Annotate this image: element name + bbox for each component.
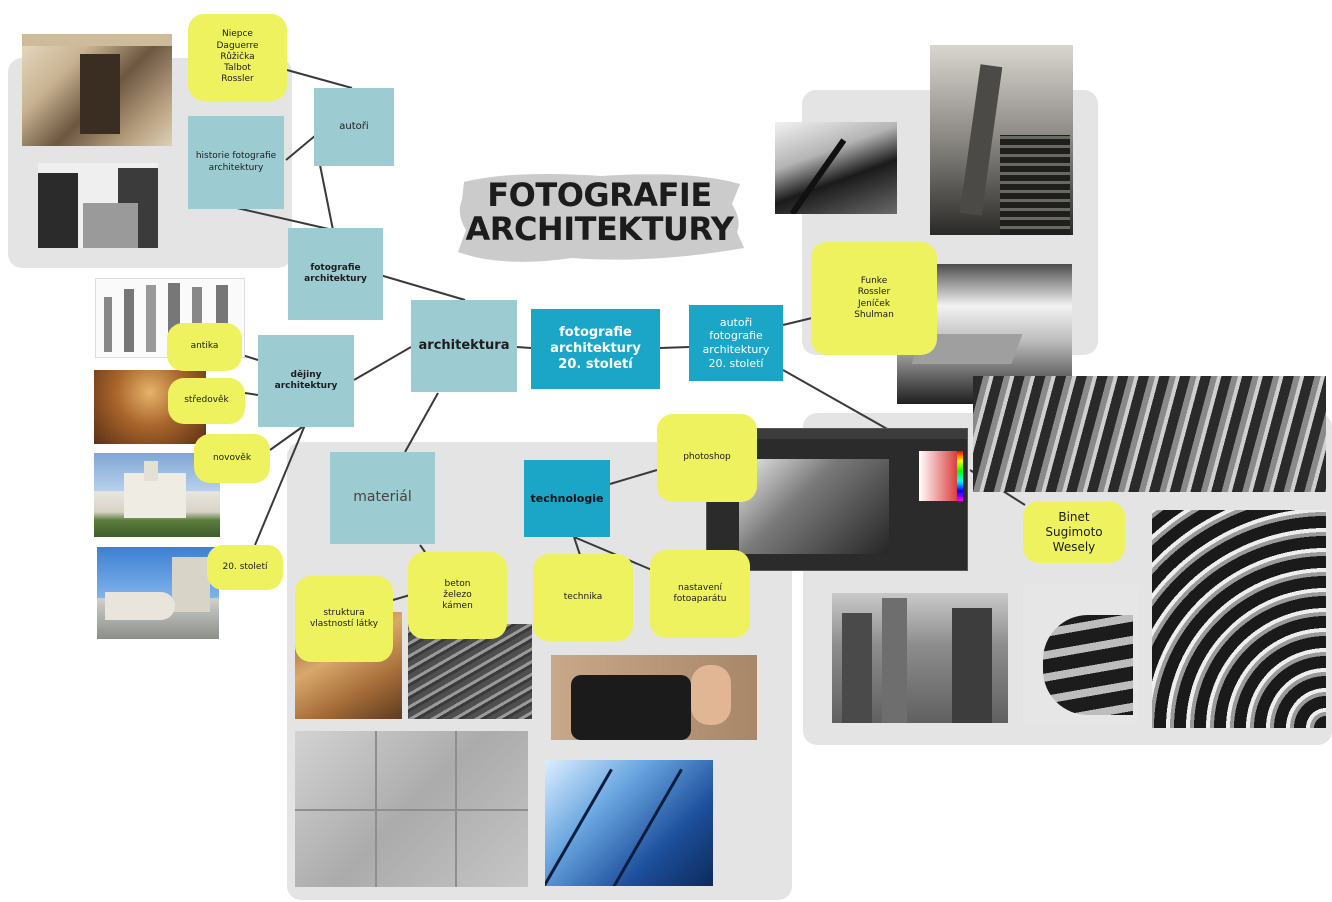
- note-20-stoleti: 20. století: [207, 545, 283, 590]
- glass-facade-photo: [545, 760, 713, 886]
- note-antika: antika: [167, 323, 242, 371]
- node-autori-fotografie: autoři fotografie architektury 20. stole…: [689, 305, 783, 381]
- note-struktura: struktura vlastností látky: [295, 576, 393, 662]
- node-technologie: technologie: [524, 460, 610, 537]
- page-title: FOTOGRAFIE ARCHITEKTURY: [465, 176, 734, 248]
- modern-building-photo: [97, 547, 219, 639]
- node-material: materiál: [330, 452, 435, 544]
- node-dejiny-architektury: dějiny architektury: [258, 335, 354, 427]
- camera-hand-photo: [551, 655, 757, 740]
- bw-chimney-photo: [930, 45, 1073, 235]
- rebar-photo: [408, 624, 532, 719]
- node-historie: historie fotografie architektury: [188, 116, 284, 209]
- bw-guggenheim-photo: [1023, 585, 1139, 723]
- photoshop-screenshot: [706, 428, 968, 571]
- bw-city-photo: [832, 593, 1008, 723]
- note-funke: Funke Rossler Jeníček Shulman: [811, 242, 937, 355]
- note-technika: technika: [533, 554, 633, 641]
- brush-stroke-shape: [458, 174, 744, 262]
- note-pioneers: Niepce Daguerre Růžička Talbot Rossler: [188, 14, 287, 101]
- note-stredovek: středověk: [168, 378, 245, 424]
- node-fotografie-architektury: fotografie architektury: [288, 228, 383, 320]
- bw-stairs-photo: [775, 122, 897, 214]
- note-binet: Binet Sugimoto Wesely: [1023, 501, 1125, 563]
- title-brush-stroke: FOTOGRAFIE ARCHITEKTURY: [452, 160, 747, 278]
- note-nastaveni: nastavení fotoaparátu: [650, 550, 750, 638]
- node-central: fotografie architektury 20. století: [531, 309, 660, 389]
- historic-doorway-photo: [22, 34, 172, 146]
- chateau-photo: [94, 453, 220, 537]
- note-novovek: novověk: [194, 434, 270, 483]
- concrete-wall-photo: [295, 731, 528, 887]
- node-architektura: architektura: [411, 300, 517, 392]
- note-photoshop: photoshop: [657, 414, 757, 502]
- bw-curves-photo: [1152, 510, 1326, 728]
- bw-landscape-photo: [973, 376, 1326, 492]
- historic-rooftops-photo: [38, 163, 158, 248]
- note-beton: beton železo kámen: [408, 552, 507, 639]
- node-autori: autoři: [314, 88, 394, 166]
